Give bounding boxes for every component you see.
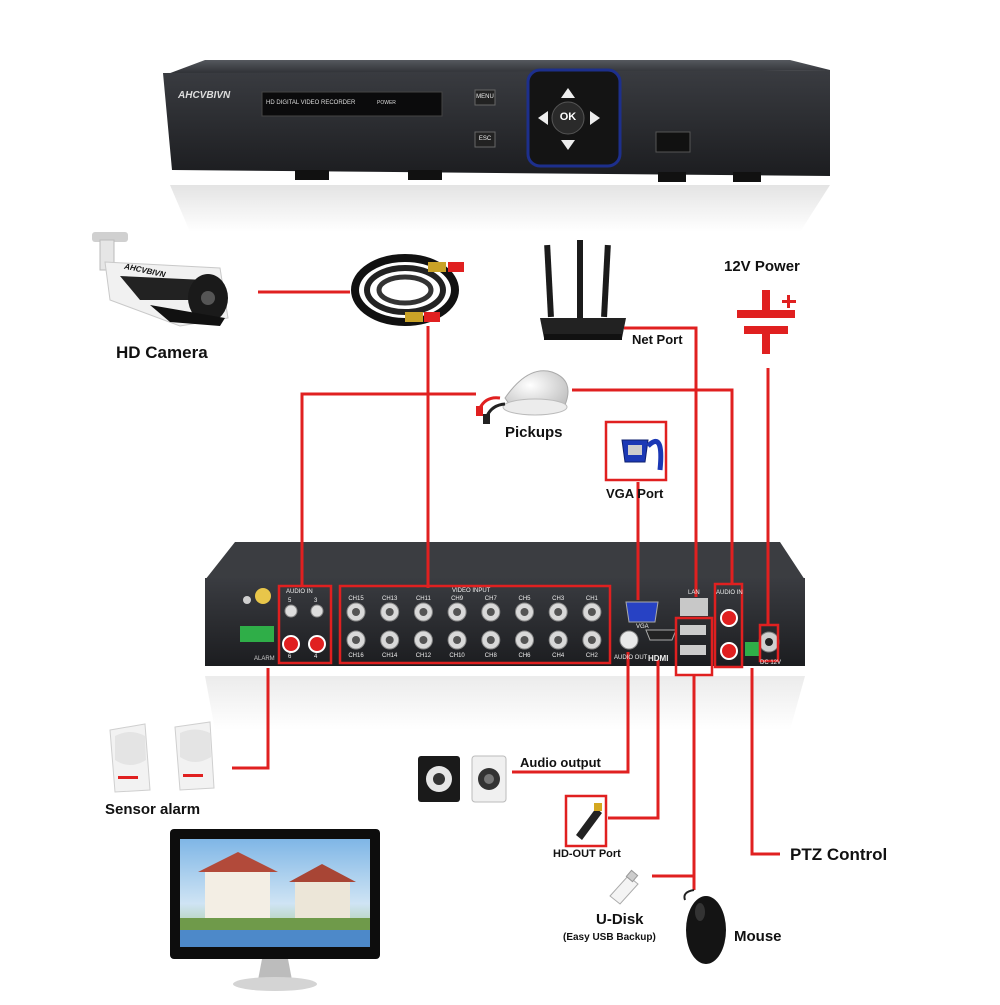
rear-alarm-label: ALARM <box>254 656 275 662</box>
channel-label-ch6: CH6 <box>518 653 531 659</box>
monitor-icon <box>170 829 380 991</box>
power-symbol-icon <box>737 290 796 354</box>
channel-label-ch3: CH3 <box>552 596 565 602</box>
channel-label-ch13: CH13 <box>382 596 398 602</box>
bnc-ch11[interactable] <box>413 602 433 622</box>
bnc-ch6[interactable] <box>515 630 534 650</box>
label-net-port: Net Port <box>632 332 683 347</box>
mouse-icon <box>683 889 726 964</box>
channel-label-ch8: CH8 <box>484 653 497 659</box>
rear-audio-in-label: AUDIO IN <box>286 589 313 595</box>
label-u-disk-sub: (Easy USB Backup) <box>563 932 656 943</box>
rear-audio-num-br: 4 <box>314 654 318 660</box>
dvr-rear-unit <box>205 542 805 730</box>
bnc-ch15[interactable] <box>346 602 366 622</box>
label-12v-power: 12V Power <box>724 258 800 275</box>
ok-button[interactable]: OK <box>559 111 577 123</box>
channel-label-ch4: CH4 <box>552 653 565 659</box>
rear-dc-label: DC 12V <box>760 660 782 666</box>
video-input-box <box>338 584 612 665</box>
menu-button[interactable]: MENU <box>476 94 494 100</box>
label-hd-out-port: HD-OUT Port <box>553 848 621 860</box>
front-model-text: HD DIGITAL VIDEO RECORDER <box>266 100 356 106</box>
rear-video-input-label: VIDEO INPUT <box>452 588 491 594</box>
bnc-ch7[interactable] <box>481 602 501 622</box>
audio-in-box <box>277 584 333 665</box>
bnc-ch3[interactable] <box>548 602 568 622</box>
bnc-ch5[interactable] <box>515 602 534 622</box>
label-ptz-control: PTZ Control <box>790 845 888 864</box>
audio-in-right-box <box>713 582 744 669</box>
esc-button[interactable]: ESC <box>478 136 492 142</box>
bnc-ch9[interactable] <box>447 602 467 622</box>
rear-audio-num-tl: 5 <box>288 598 292 604</box>
bnc-ch10[interactable] <box>447 630 467 650</box>
label-sensor-alarm: Sensor alarm <box>105 801 201 818</box>
bnc-ch12[interactable] <box>413 630 433 650</box>
rear-audio-num-bl: 6 <box>288 654 292 660</box>
channel-label-ch16: CH16 <box>348 653 364 659</box>
channel-label-ch7: CH7 <box>484 596 497 602</box>
rear-audio-in-right-label: AUDIO IN <box>716 590 743 596</box>
label-u-disk: U-Disk <box>596 911 644 928</box>
channel-label-ch2: CH2 <box>585 653 598 659</box>
rear-lan-label: LAN <box>688 590 700 596</box>
channel-label-ch15: CH15 <box>348 596 364 602</box>
bnc-ch1[interactable] <box>582 602 602 622</box>
coax-cable-icon <box>351 254 464 326</box>
bnc-connectors[interactable] <box>346 602 602 650</box>
channel-label-ch1: CH1 <box>585 596 598 602</box>
channel-label-ch5: CH5 <box>518 596 531 602</box>
rear-vga-label: VGA <box>636 624 649 630</box>
label-pickups: Pickups <box>505 424 563 441</box>
sensor-alarm-icon <box>109 721 215 793</box>
rear-hdmi-label: HDMI <box>648 654 669 663</box>
label-audio-output: Audio output <box>520 755 601 770</box>
pickup-microphone-icon <box>476 370 569 424</box>
bnc-ch14[interactable] <box>380 630 400 650</box>
bnc-ch4[interactable] <box>548 630 568 650</box>
usb-box <box>674 616 714 677</box>
channel-label-ch12: CH12 <box>415 653 432 659</box>
channel-label-ch9: CH9 <box>451 596 464 602</box>
label-hd-camera: HD Camera <box>116 343 208 362</box>
front-power-text: POWER <box>377 100 396 106</box>
bnc-ch2[interactable] <box>582 630 602 650</box>
bnc-ch8[interactable] <box>481 630 501 650</box>
bnc-ch13[interactable] <box>380 602 400 622</box>
channel-label-ch14: CH14 <box>382 653 398 659</box>
rear-audio-out-label: AUDIO OUT <box>614 655 648 661</box>
speakers-icon <box>418 755 507 803</box>
connection-lines <box>232 290 780 890</box>
vga-cable-icon <box>604 420 668 482</box>
channel-label-ch10: CH10 <box>449 653 465 659</box>
nav-panel[interactable] <box>526 68 622 168</box>
channel-label-ch11: CH11 <box>415 596 431 602</box>
rear-audio-in-left[interactable] <box>282 604 326 653</box>
usb-disk-icon <box>609 869 639 905</box>
bnc-ch16[interactable] <box>346 630 366 650</box>
label-mouse: Mouse <box>734 928 782 945</box>
hd-camera-icon <box>92 232 229 327</box>
front-brand-logo: AHCVBIVN <box>178 90 231 101</box>
hdmi-cable-icon <box>564 794 608 848</box>
label-vga-port: VGA Port <box>606 486 664 501</box>
rear-audio-num-tr: 3 <box>314 598 318 604</box>
dvr-front-unit <box>163 60 830 232</box>
router-icon <box>540 240 626 340</box>
